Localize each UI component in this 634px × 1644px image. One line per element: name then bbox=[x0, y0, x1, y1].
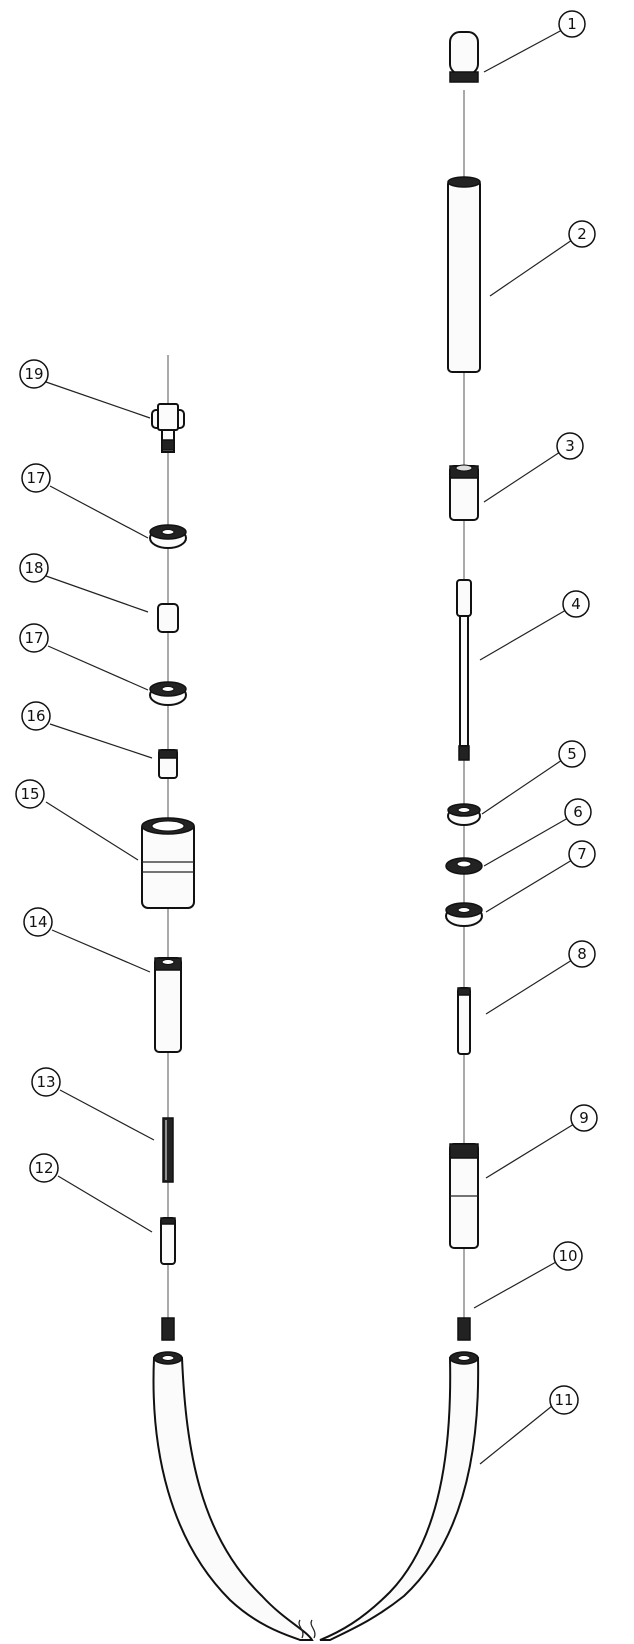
callout-7: 7 bbox=[568, 840, 596, 868]
part-13-rod bbox=[162, 1117, 174, 1183]
part-11-threaded-stud bbox=[161, 1317, 175, 1341]
part-15-guard-housing bbox=[141, 817, 195, 909]
part-2-tube bbox=[447, 176, 481, 373]
callout-13: 13 bbox=[31, 1067, 61, 1097]
part-19-spray-tip bbox=[151, 403, 185, 453]
part-1-end-cap bbox=[449, 31, 479, 83]
callout-14-label: 14 bbox=[28, 913, 47, 931]
callout-2: 2 bbox=[568, 220, 596, 248]
part-17-seal-lower bbox=[149, 681, 187, 706]
callout-12: 12 bbox=[29, 1153, 59, 1183]
part-12-pin bbox=[160, 1217, 176, 1265]
leader-lines bbox=[45, 29, 575, 1465]
part-11-hose bbox=[152, 1351, 480, 1641]
callout-14: 14 bbox=[23, 907, 53, 937]
part-9-coupling bbox=[449, 1143, 479, 1249]
callout-17-upper: 17 bbox=[21, 463, 51, 493]
callout-16: 16 bbox=[21, 701, 51, 731]
callout-17-upper-label: 17 bbox=[26, 469, 45, 487]
callout-19-label: 19 bbox=[24, 365, 43, 383]
part-4-shaft bbox=[456, 579, 472, 761]
callout-3-label: 3 bbox=[565, 437, 575, 455]
callout-1: 1 bbox=[558, 10, 586, 38]
part-10-threaded-stud bbox=[457, 1317, 471, 1341]
callout-15: 15 bbox=[15, 779, 45, 809]
part-8-pin bbox=[457, 987, 471, 1055]
callout-11: 11 bbox=[549, 1385, 579, 1415]
callout-5-label: 5 bbox=[567, 745, 577, 763]
callout-10: 10 bbox=[553, 1241, 583, 1271]
part-17-seal-upper bbox=[149, 524, 187, 549]
part-18-spacer bbox=[157, 603, 179, 633]
part-3-coupling bbox=[449, 464, 479, 521]
callout-17-lower-label: 17 bbox=[24, 629, 43, 647]
part-16-seat bbox=[158, 749, 178, 779]
callout-13-label: 13 bbox=[36, 1073, 55, 1091]
callout-3: 3 bbox=[556, 432, 584, 460]
callout-6-label: 6 bbox=[573, 803, 583, 821]
callout-10-label: 10 bbox=[558, 1247, 577, 1265]
callout-18-label: 18 bbox=[24, 559, 43, 577]
part-7-bearing bbox=[445, 902, 483, 927]
callout-8-label: 8 bbox=[577, 945, 587, 963]
callout-19: 19 bbox=[19, 359, 49, 389]
callout-9-label: 9 bbox=[579, 1109, 589, 1127]
callout-11-label: 11 bbox=[554, 1391, 573, 1409]
callout-4: 4 bbox=[562, 590, 590, 618]
callout-18: 18 bbox=[19, 553, 49, 583]
callout-16-label: 16 bbox=[26, 707, 45, 725]
callout-9: 9 bbox=[570, 1104, 598, 1132]
callout-8: 8 bbox=[568, 940, 596, 968]
callout-6: 6 bbox=[564, 798, 592, 826]
callout-5: 5 bbox=[558, 740, 586, 768]
callout-1-label: 1 bbox=[567, 15, 577, 33]
callout-7-label: 7 bbox=[577, 845, 587, 863]
part-14-coupling bbox=[154, 957, 182, 1053]
callout-17-lower: 17 bbox=[19, 623, 49, 653]
callout-4-label: 4 bbox=[571, 595, 581, 613]
callout-15-label: 15 bbox=[20, 785, 39, 803]
part-6-washer bbox=[445, 857, 483, 875]
callout-12-label: 12 bbox=[34, 1159, 53, 1177]
part-5-bearing bbox=[447, 803, 481, 826]
callout-2-label: 2 bbox=[577, 225, 587, 243]
